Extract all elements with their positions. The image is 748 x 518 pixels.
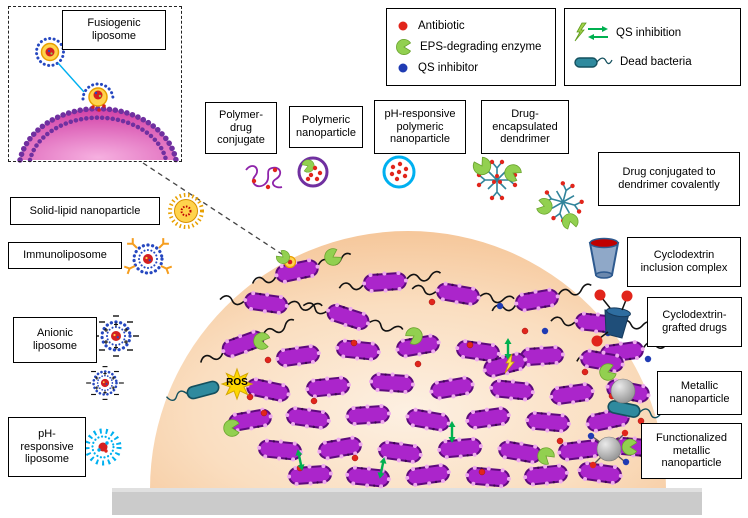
- legend-row-qs-inhibitor: QS inhibitor: [395, 61, 547, 75]
- cyclodextrin-grafted-drugs-icon: [591, 289, 633, 347]
- legend-therapeutics: Antibiotic EPS-degrading enzyme QS inhib…: [386, 8, 556, 86]
- label-immunoliposome: Immunoliposome: [8, 242, 122, 269]
- label-metallic-nanoparticle: Metallic nanoparticle: [657, 371, 742, 415]
- lipid-bilayer-inner: [27, 115, 169, 163]
- drug-encapsulated-dendrimer-icon: [470, 154, 524, 201]
- dead-bacterium-icon: [574, 57, 613, 69]
- fusiogenic-liposome-icon: [35, 37, 65, 67]
- antibody-arms: [123, 238, 173, 275]
- legend-label: Dead bacteria: [620, 56, 692, 69]
- label-drug-encapsulated-dendrimer: Drug-encapsulated dendrimer: [481, 100, 569, 154]
- label-cyclodextrin-grafted-drugs: Cyclodextrin-grafted drugs: [647, 297, 742, 347]
- ph-responsive-liposome-icon: [84, 428, 122, 466]
- inset-frame: [8, 6, 182, 162]
- membrane-inset: [17, 37, 179, 163]
- legend-row-dead-bacteria: Dead bacteria: [573, 52, 732, 72]
- legend-label: Antibiotic: [418, 20, 465, 32]
- qs-inhibitor-icon: [398, 63, 408, 73]
- liposome-pointer-line: [57, 62, 85, 93]
- polymeric-nanoparticle-icon: [297, 156, 329, 188]
- label-ph-responsive-polymeric-nanoparticle: pH-responsive polymeric nanoparticle: [374, 100, 466, 154]
- legend-label: QS inhibition: [616, 26, 682, 39]
- ros-starburst: [220, 367, 254, 401]
- solid-lipid-nanoparticle-icon: [168, 193, 204, 229]
- anionic-liposome-icon-1: [93, 316, 139, 356]
- legend-row-eps-enzyme: EPS-degrading enzyme: [395, 39, 547, 55]
- legend-row-antibiotic: Antibiotic: [395, 19, 547, 33]
- label-functionalized-metallic-nanoparticle: Functionalized metallic nanoparticle: [641, 423, 742, 479]
- label-solid-lipid-nanoparticle: Solid-lipid nanoparticle: [10, 197, 160, 225]
- label-cyclodextrin-inclusion-complex: Cyclodextrin inclusion complex: [627, 237, 741, 287]
- immunoliposome-icon: [123, 238, 173, 275]
- polymer-drug-conjugate-icon: [245, 165, 283, 190]
- ph-responsive-polymeric-nanoparticle-icon: [382, 155, 416, 189]
- inset-connector-line: [142, 162, 295, 263]
- legend-mechanisms: QS inhibition Dead bacteria: [564, 8, 741, 86]
- antibiotic-icon: [398, 21, 408, 31]
- fusion-target: [274, 247, 297, 269]
- label-fusiogenic-liposome: Fusiogenic liposome: [62, 10, 166, 50]
- drug-conjugated-dendrimer-icon: [535, 176, 589, 231]
- label-polymer-drug-conjugate: Polymer-drug conjugate: [205, 102, 277, 154]
- legend-label: QS inhibitor: [418, 62, 479, 74]
- label-polymeric-nanoparticle: Polymeric nanoparticle: [289, 106, 363, 148]
- functionalized-metallic-nanoparticle-icon: [587, 429, 638, 469]
- label-drug-conjugated-dendrimer: Drug conjugated to dendrimer covalently: [598, 152, 740, 206]
- label-anionic-liposome: Anionic liposome: [13, 317, 97, 363]
- label-ph-responsive-liposome: pH-responsive liposome: [8, 417, 86, 477]
- anionic-liposome-icon-2: [86, 367, 124, 400]
- dead-bacteria-group: [164, 367, 663, 424]
- cyclodextrin-inclusion-icon: [588, 237, 620, 279]
- substrate-highlight: [112, 488, 702, 492]
- qs-inhibition-icon: [574, 22, 608, 41]
- legend-label: EPS-degrading enzyme: [420, 41, 542, 53]
- lightning-icon: [504, 353, 515, 374]
- ros-label: ROS: [226, 377, 248, 388]
- cell-membrane: [20, 108, 176, 160]
- metallic-nanoparticle-icon: [610, 378, 636, 404]
- eps-enzyme-icon: [396, 39, 412, 55]
- substrate-bar: [112, 488, 702, 515]
- legend-row-qs-inhibition: QS inhibition: [573, 22, 732, 44]
